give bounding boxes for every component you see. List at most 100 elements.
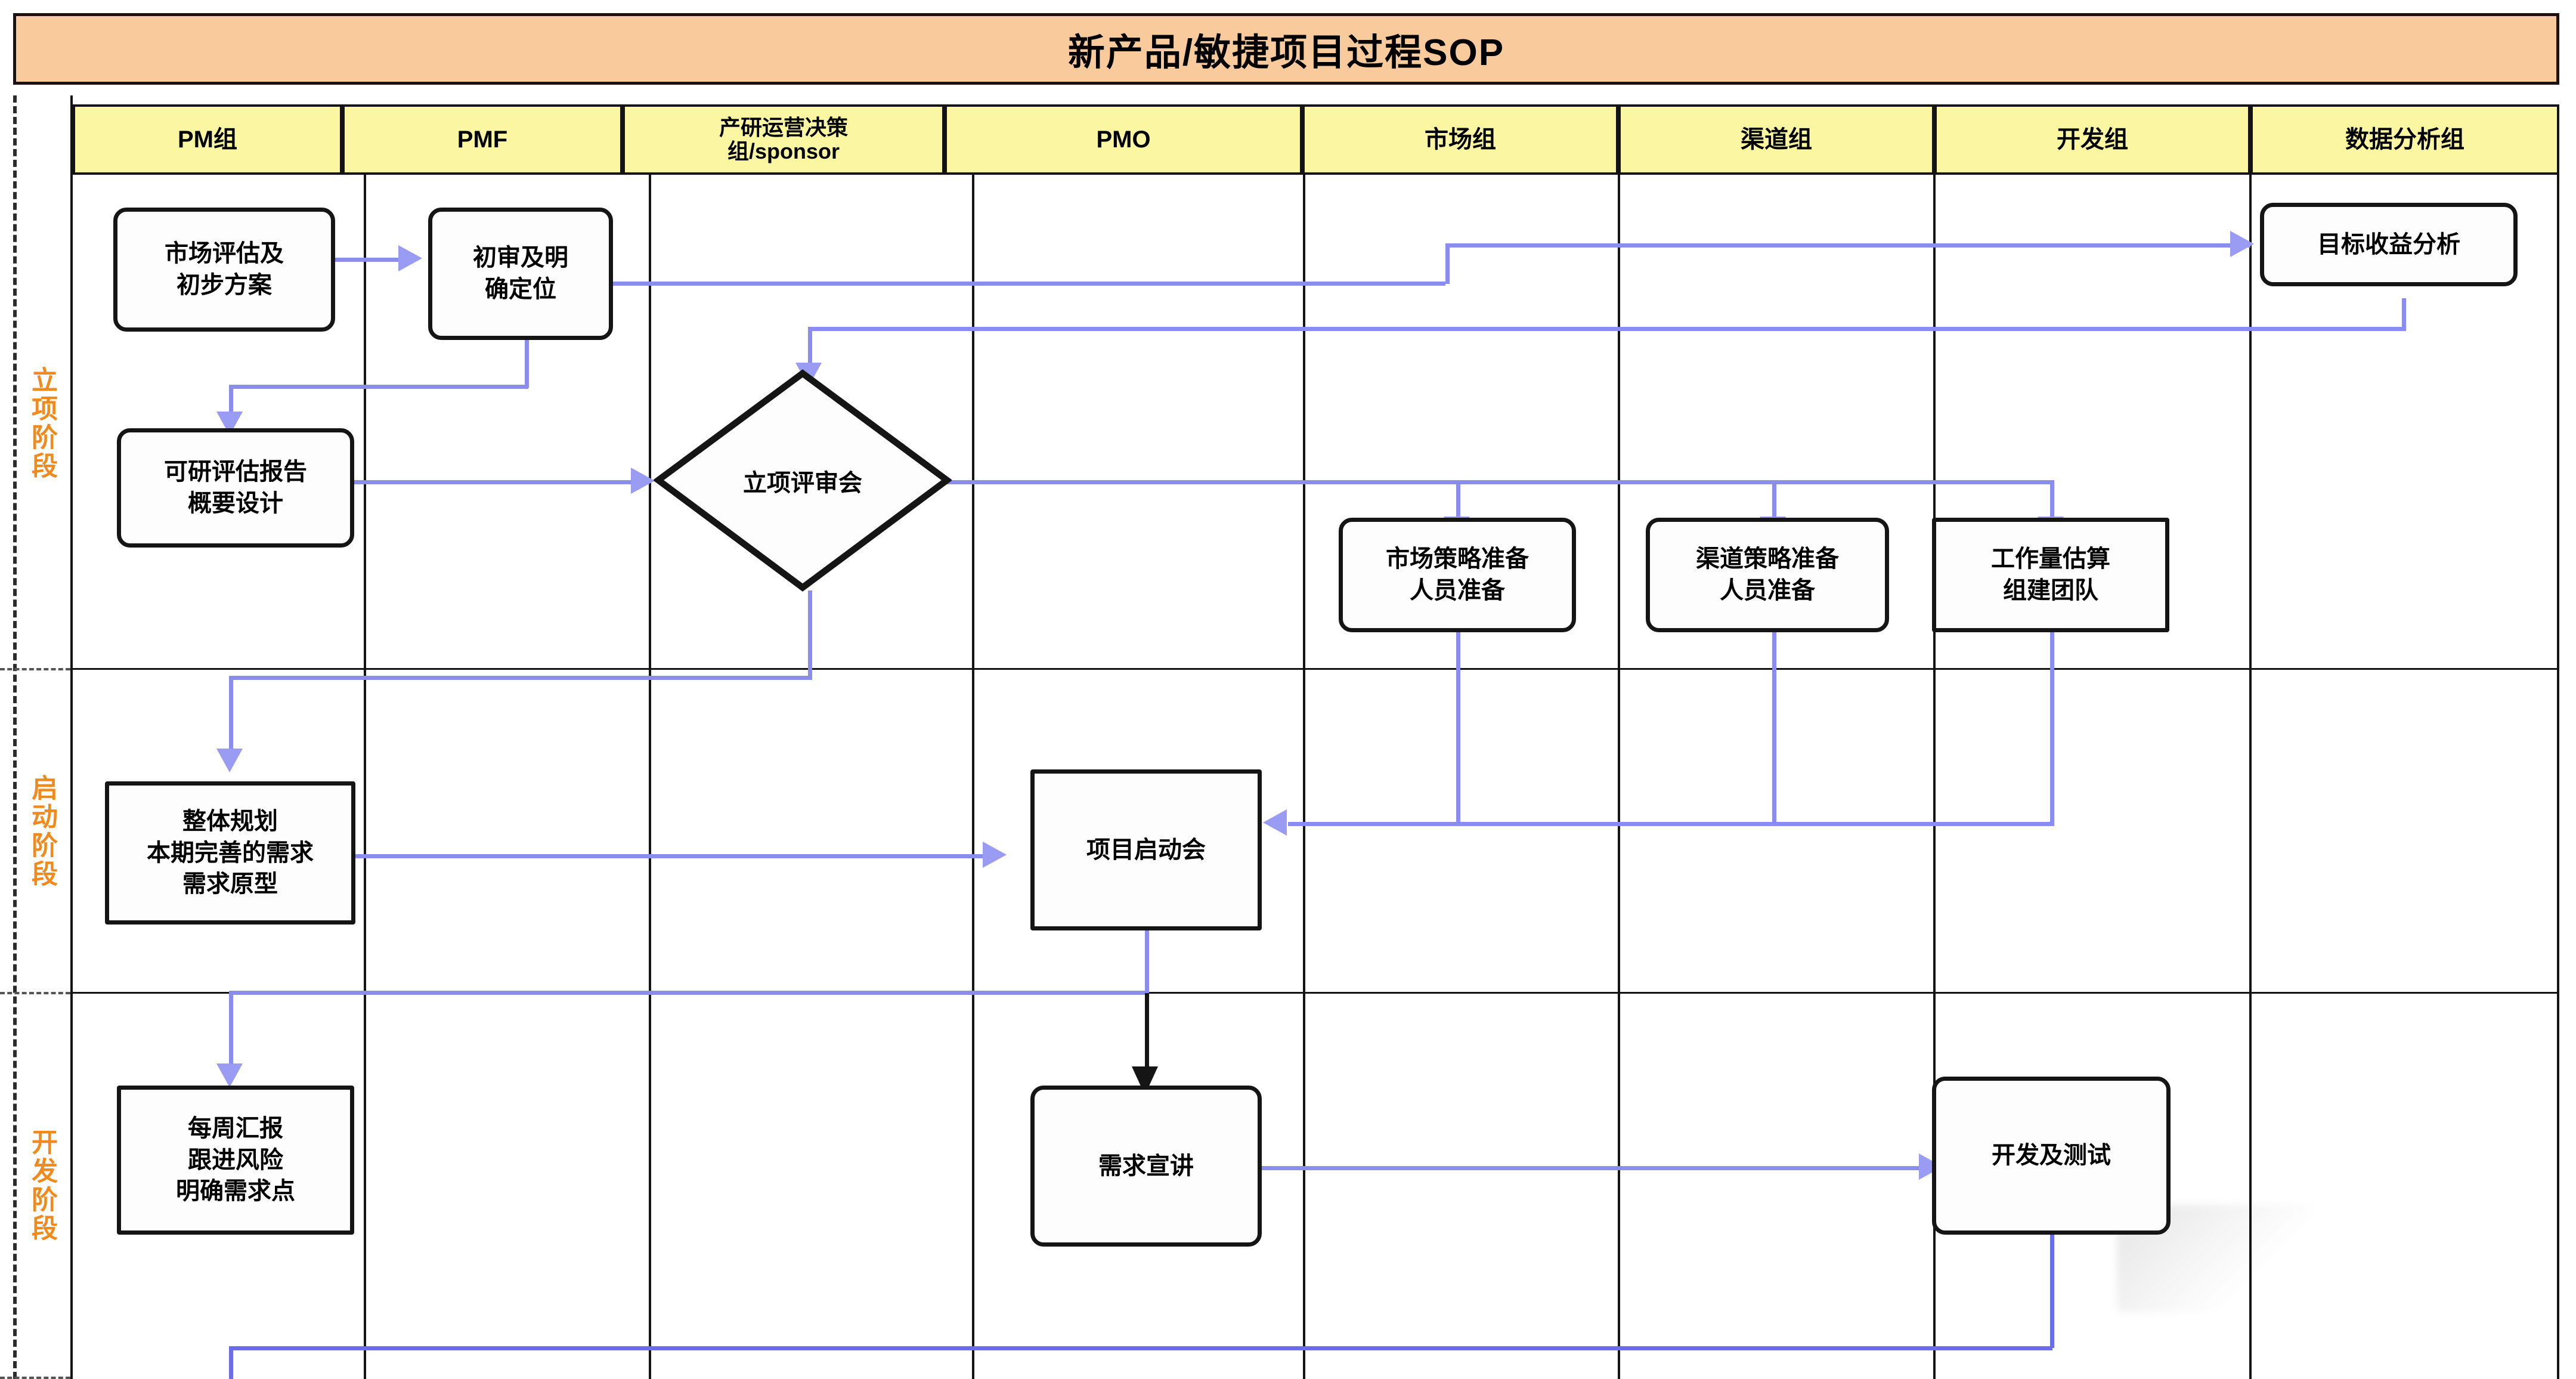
node-weekly-report-line1: 每周汇报 [188,1115,283,1142]
arrowhead-overall-plan-in [216,749,243,772]
connector-first-review-down-h [229,385,528,389]
lane-separator-7 [2249,175,2252,1379]
node-channel-strategy[interactable]: 渠道策略准备 人员准备 [1646,518,1889,632]
connector-market-strategy-down-v [1456,632,1460,826]
connector-kickoff-to-briefing-v [1145,993,1149,1077]
node-feasibility-line2: 概要设计 [188,490,283,517]
connector-preparations-to-kickoff-h [1288,822,2054,826]
lane-header-sponsor-label-line2: 组/sponsor [727,139,840,163]
connector-briefing-to-devtest-h [1258,1166,1932,1170]
arrowhead-kickoff-meeting-in-right [1263,809,1287,836]
connector-workload-down-v [2050,632,2054,826]
lane-header-data: 数据分析组 [2250,104,2559,175]
diamond-shape [654,369,952,592]
lane-separator-3 [972,175,974,1379]
node-target-benefit[interactable]: 目标收益分析 [2260,203,2518,286]
connector-review-to-overall-plan-h [229,676,812,680]
phase-label-development-text: 开发阶段 [27,1128,57,1243]
lane-header-market: 市场组 [1302,104,1618,175]
connector-to-feasibility-v [229,385,233,416]
node-kickoff-meeting[interactable]: 项目启动会 [1030,769,1262,930]
node-project-review-meeting[interactable]: 立项评审会 [654,369,952,592]
node-weekly-report-line2: 跟进风险 [188,1146,283,1173]
connector-review-to-channel-v [1772,480,1776,525]
connector-to-weekly-report-v [229,991,233,1068]
node-feasibility[interactable]: 可研评估报告 概要设计 [117,428,354,548]
connector-market-eval-to-first-review [334,258,405,262]
node-overall-plan-line3: 需求原型 [182,871,278,898]
connector-review-to-workload-v [2050,480,2054,525]
phase-separator-dash-3 [0,1377,70,1379]
connector-review-to-preparation-spine [942,480,2054,484]
node-first-review-line2: 确定位 [485,276,556,302]
arrowhead-kickoff-meeting-in-left [983,842,1007,868]
lane-separator-5 [1618,175,1620,1379]
outer-dashed-frame-left [13,95,17,1379]
connector-review-to-market-v [1456,480,1460,525]
lane-header-data-label: 数据分析组 [2345,126,2464,153]
connector-target-benefit-down-v [2402,298,2406,329]
lane-wall-left [70,95,73,1379]
node-weekly-report-line3: 明确需求点 [176,1178,295,1205]
lane-separator-6 [1933,175,1936,1379]
node-overall-plan-line1: 整体规划 [182,808,278,834]
node-workload-estimate-line1: 工作量估算 [1991,546,2110,573]
arrowhead-review-meeting-in-left [631,468,655,494]
chart-title-bar: 新产品/敏捷项目过程SOP [13,13,2559,85]
connector-first-review-to-target-benefit-h2 [1445,243,2250,248]
phase-separator-kickoff-development [70,992,2558,994]
connector-first-review-to-target-benefit-v [1445,243,1450,284]
phase-label-kickoff-text: 启动阶段 [27,774,57,889]
lane-header-dev: 开发组 [1934,104,2250,175]
node-dev-and-test[interactable]: 开发及测试 [1932,1077,2171,1235]
lane-header-channel: 渠道组 [1618,104,1934,175]
node-market-strategy-line2: 人员准备 [1410,577,1505,604]
lane-separator-4 [1303,175,1305,1379]
node-workload-estimate-line2: 组建团队 [2003,577,2098,604]
node-requirement-briefing-label: 需求宣讲 [1098,1152,1194,1179]
lane-header-pmf-label: PMF [457,126,508,153]
node-workload-estimate[interactable]: 工作量估算 组建团队 [1932,518,2169,632]
connector-overall-plan-to-kickoff-h [352,854,996,858]
lane-header-channel-label: 渠道组 [1741,126,1812,153]
lane-header-sponsor-label-line1: 产研运营决策 [719,115,848,140]
lane-header-market-label: 市场组 [1425,126,1496,153]
connector-feasibility-to-review-h [352,480,644,484]
node-feasibility-line1: 可研评估报告 [164,459,307,486]
phase-label-kickoff: 启动阶段 [13,671,70,992]
chart-title: 新产品/敏捷项目过程SOP [1067,32,1505,73]
node-weekly-report[interactable]: 每周汇报 跟进风险 明确需求点 [117,1086,354,1235]
node-overall-plan[interactable]: 整体规划 本期完善的需求 需求原型 [105,781,355,925]
node-market-strategy[interactable]: 市场策略准备 人员准备 [1339,518,1576,632]
node-channel-strategy-line2: 人员准备 [1720,577,1815,604]
node-market-eval[interactable]: 市场评估及 初步方案 [113,208,335,332]
lane-header-sponsor: 产研运营决策 组/sponsor [623,104,945,175]
node-channel-strategy-line1: 渠道策略准备 [1696,546,1839,573]
lane-header-pmf: PMF [342,104,623,175]
node-overall-plan-line2: 本期完善的需求 [147,839,314,866]
connector-devtest-return-h [229,1346,2052,1350]
node-target-benefit-label: 目标收益分析 [2317,231,2460,258]
phase-separator-dash-2 [0,992,70,994]
node-first-review[interactable]: 初审及明 确定位 [428,208,613,340]
node-market-eval-line2: 初步方案 [177,272,272,298]
connector-first-review-down-v [525,340,529,388]
node-requirement-briefing[interactable]: 需求宣讲 [1030,1086,1262,1247]
lane-header-pm-label: PM组 [178,126,237,153]
node-first-review-line1: 初审及明 [473,245,568,271]
connector-first-review-to-target-benefit-h1 [609,282,1445,286]
phase-separator-dash-1 [0,668,70,670]
node-project-review-meeting-label: 立项评审会 [743,469,862,496]
lane-header-dev-label: 开发组 [2057,126,2128,153]
node-dev-and-test-label: 开发及测试 [1992,1142,2111,1169]
lane-separator-right-edge [2557,175,2559,1379]
connector-target-benefit-to-review-h [808,327,2406,331]
lane-separator-2 [649,175,651,1379]
connector-channel-strategy-down-v [1772,632,1776,826]
connector-to-overall-plan-v [229,676,233,753]
arrowhead-weekly-report-in [216,1063,243,1087]
phase-label-development: 开发阶段 [13,995,70,1377]
node-kickoff-meeting-label: 项目启动会 [1086,836,1206,863]
connector-review-down-v [808,590,812,680]
